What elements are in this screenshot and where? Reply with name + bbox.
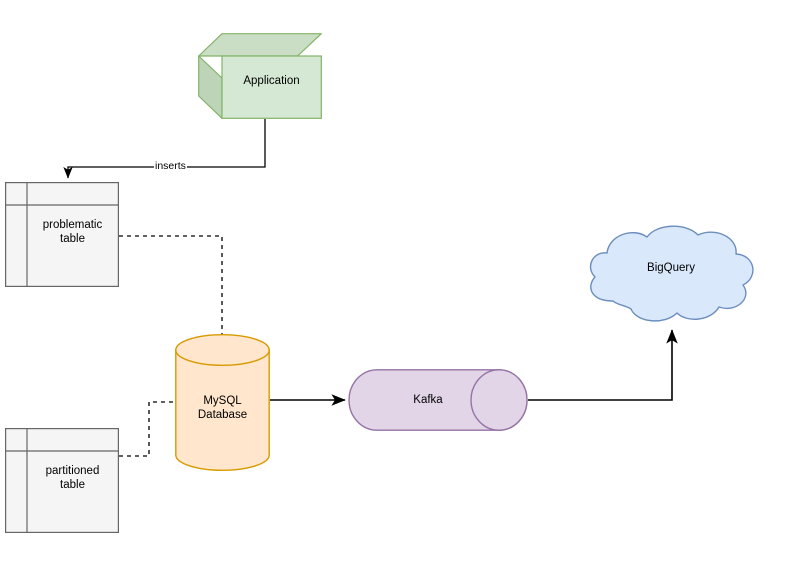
edge-kafka-to-bigquery[interactable] <box>528 329 678 401</box>
node-partitioned-table[interactable]: partitioned table <box>5 428 120 534</box>
node-bigquery[interactable]: BigQuery <box>583 225 759 325</box>
node-mysql-database[interactable]: MySQL Database <box>175 333 270 471</box>
node-problematic-table[interactable]: problematic table <box>5 182 120 288</box>
node-kafka[interactable]: Kafka <box>348 369 528 431</box>
edge-partitioned-table-to-mysql-database[interactable] <box>119 401 178 457</box>
edge-label-inserts: inserts <box>154 160 187 172</box>
node-application[interactable]: Application <box>198 33 322 119</box>
edge-problematic-table-to-mysql-database[interactable] <box>119 235 223 337</box>
